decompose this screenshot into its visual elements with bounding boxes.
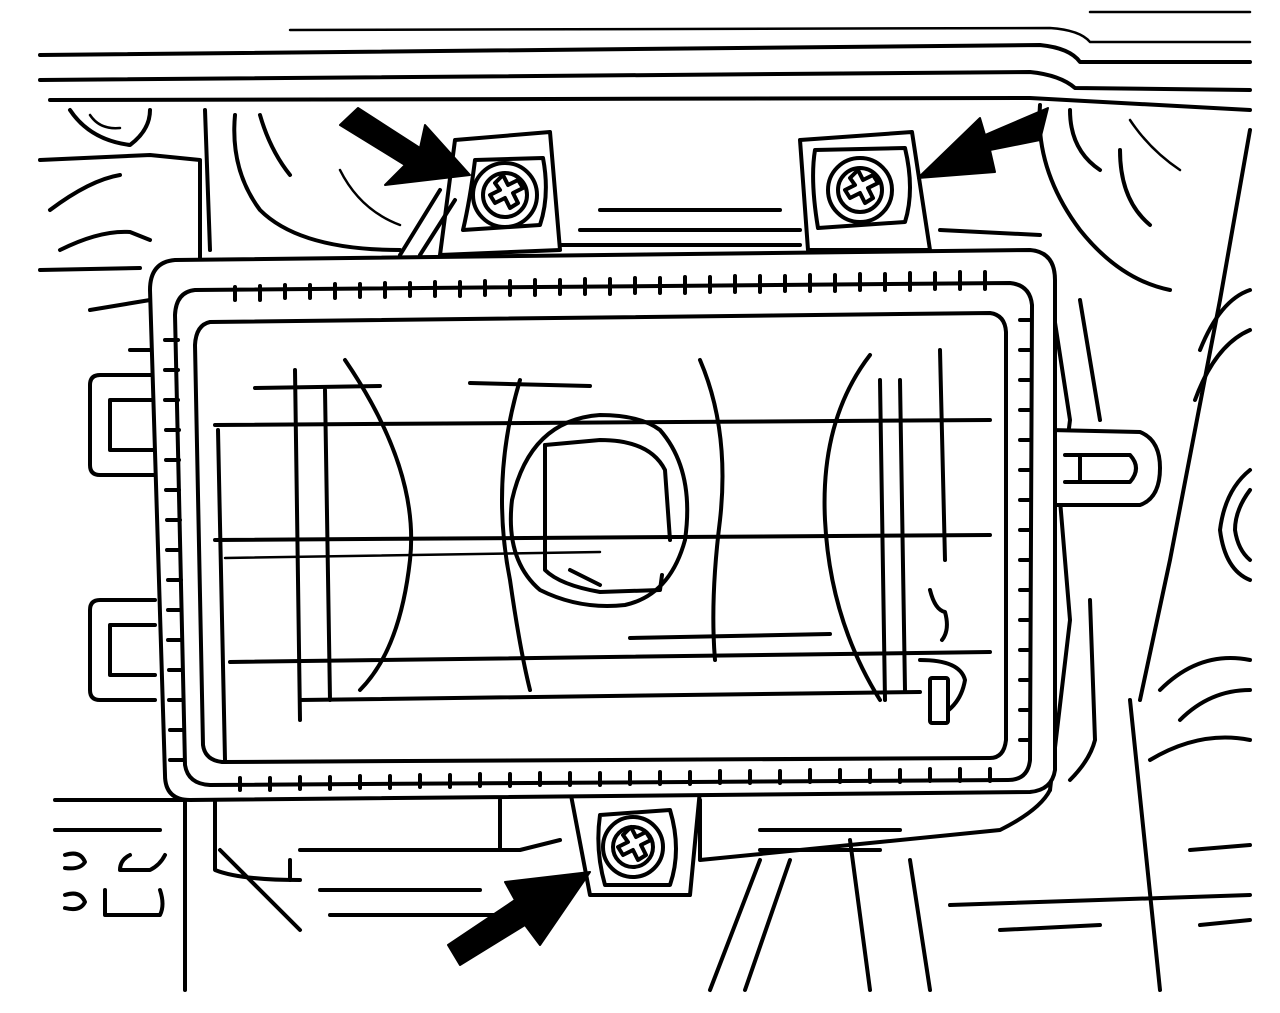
callout-arrow-bottom [447, 871, 591, 966]
screw-bottom [596, 808, 678, 887]
lens-ribs [163, 270, 1032, 792]
screw-upper-left [461, 156, 548, 232]
callout-arrow-upper-left [339, 107, 471, 186]
center-rear-structure [203, 108, 1042, 252]
screw-upper-right [811, 146, 912, 230]
headlamp-housing [148, 248, 1057, 802]
lower-body-structure [218, 698, 1252, 992]
lens-pattern [213, 348, 992, 762]
callout-arrow-upper-right [917, 107, 1049, 179]
right-body-structure [1037, 103, 1252, 792]
body-panel-lines [38, 10, 1252, 112]
